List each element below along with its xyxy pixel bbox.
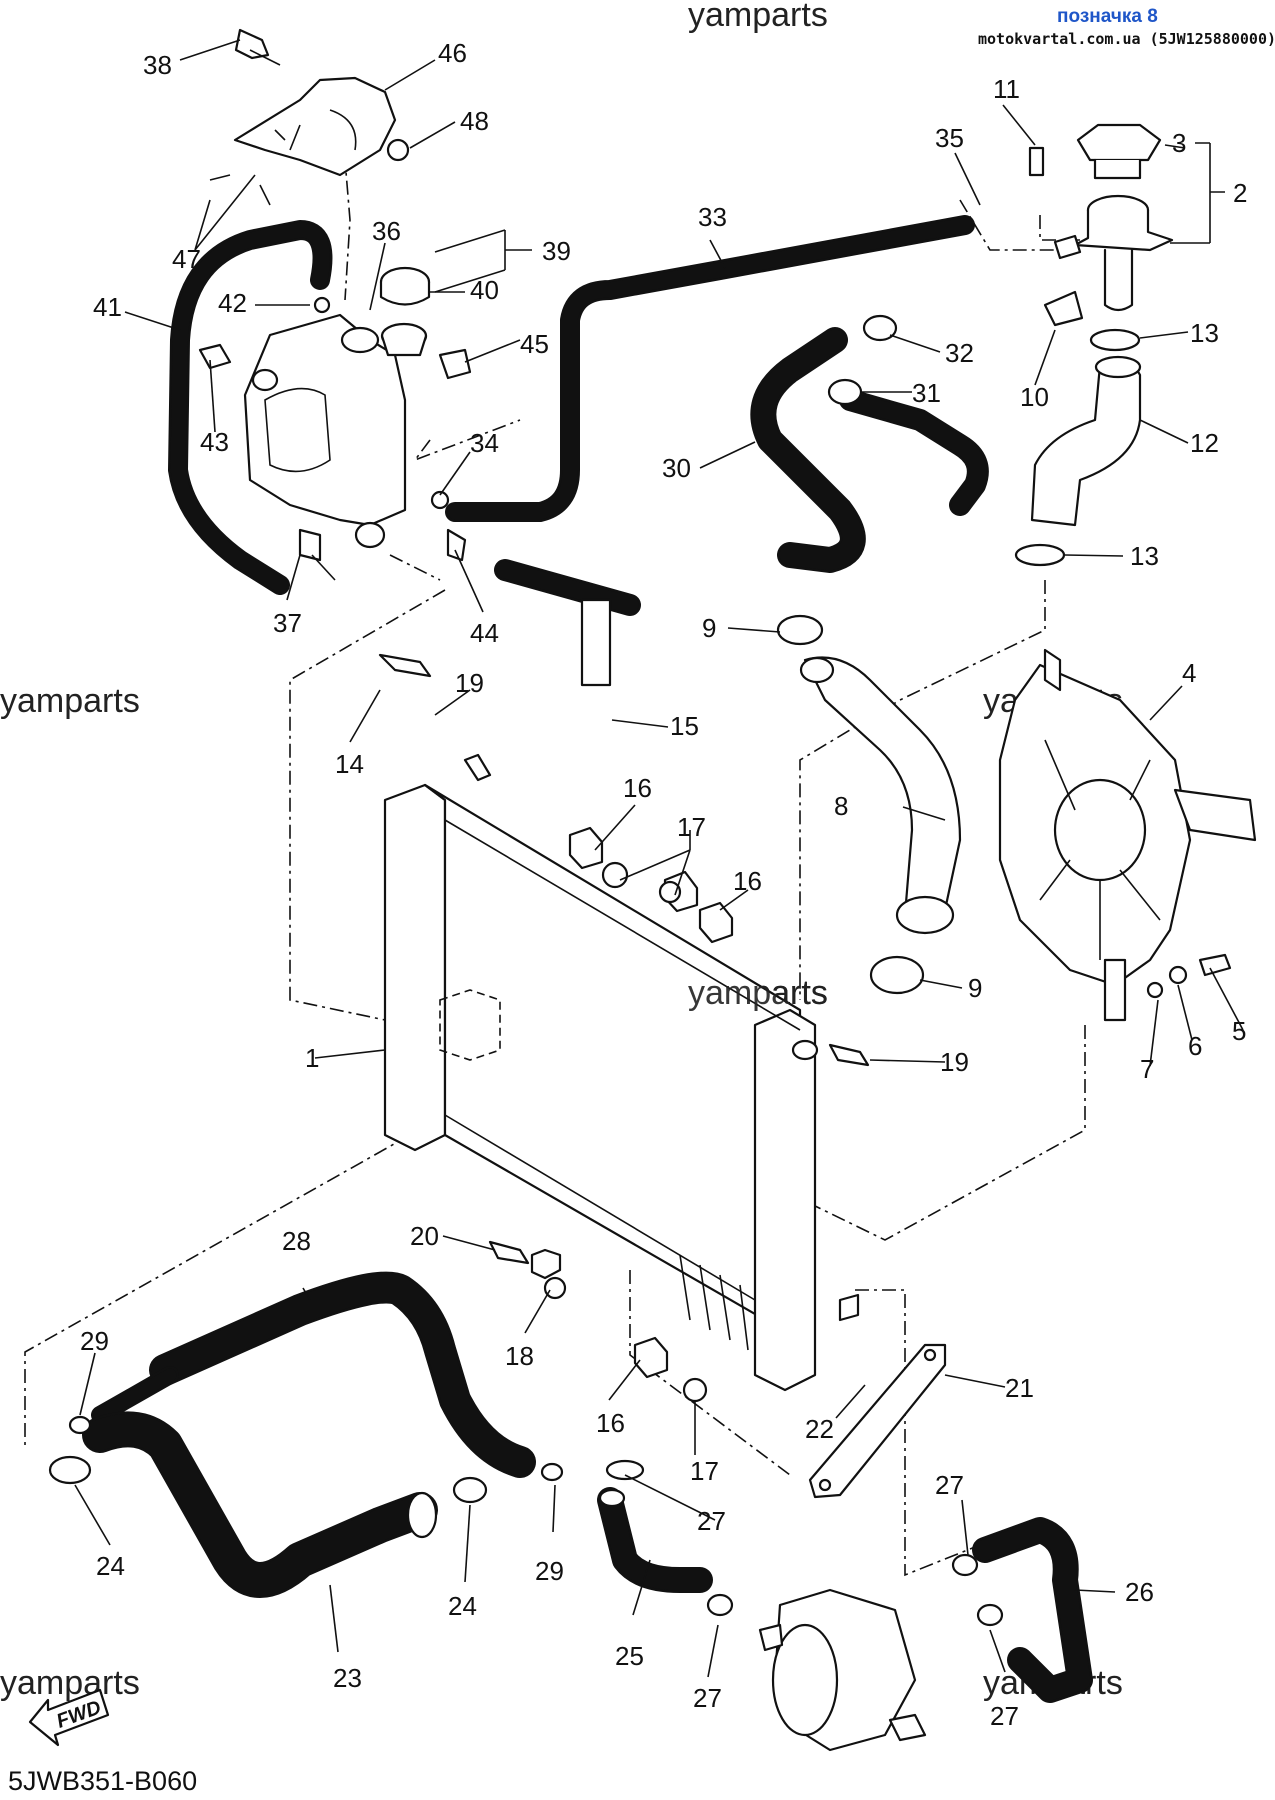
diagram-code: 5JWB351-B060 bbox=[8, 1766, 197, 1796]
callout-label: 16 bbox=[733, 866, 762, 896]
leader-lines bbox=[74, 39, 1244, 1678]
callout-label: 44 bbox=[470, 618, 499, 648]
callout-label: 17 bbox=[690, 1456, 719, 1486]
reservoir-cap-assembly bbox=[379, 266, 431, 357]
callout-label: 30 bbox=[662, 453, 691, 483]
callout-label: 22 bbox=[805, 1414, 834, 1444]
callout-label: 20 bbox=[410, 1221, 439, 1251]
callout-label: 42 bbox=[218, 288, 247, 318]
cooling-fan-assembly bbox=[998, 648, 1257, 1022]
callout-label: 41 bbox=[93, 292, 122, 322]
callout-label: 40 bbox=[470, 275, 499, 305]
callout-label: 33 bbox=[698, 202, 727, 232]
callout-label: 27 bbox=[693, 1683, 722, 1713]
small-hardware-left bbox=[198, 28, 472, 581]
callout-label: 27 bbox=[935, 1470, 964, 1500]
callout-label: 2 bbox=[1233, 178, 1247, 208]
callout-label: 47 bbox=[172, 244, 201, 274]
radiator-mount-hardware bbox=[378, 598, 870, 1403]
diagram-label: позначка 8 bbox=[1057, 6, 1158, 27]
callout-label: 16 bbox=[596, 1408, 625, 1438]
callout-label: 16 bbox=[623, 773, 652, 803]
callout-label: 9 bbox=[702, 613, 716, 643]
callout-label: 43 bbox=[200, 427, 229, 457]
hose-28 bbox=[91, 1271, 536, 1478]
watermark: yamparts bbox=[0, 1664, 140, 1702]
bracket-21 bbox=[808, 1343, 947, 1499]
watermark: yamparts bbox=[688, 0, 828, 34]
oil-cooler bbox=[758, 1588, 927, 1752]
hose-12 bbox=[1030, 355, 1142, 527]
reservoir-hose bbox=[168, 220, 333, 595]
callout-label: 28 bbox=[282, 1226, 311, 1256]
callout-label: 27 bbox=[990, 1701, 1019, 1731]
callout-label: 48 bbox=[460, 106, 489, 136]
callout-label: 6 bbox=[1188, 1031, 1202, 1061]
callout-label: 13 bbox=[1190, 318, 1219, 348]
callout-label: 19 bbox=[940, 1047, 969, 1077]
callout-label: 8 bbox=[834, 791, 848, 821]
watermark: yamparts bbox=[688, 974, 828, 1012]
radiator bbox=[383, 753, 860, 1392]
callout-label: 19 bbox=[455, 668, 484, 698]
callout-label: 24 bbox=[448, 1591, 477, 1621]
callout-label: 37 bbox=[273, 608, 302, 638]
callout-label: 39 bbox=[542, 236, 571, 266]
callout-label: 15 bbox=[670, 711, 699, 741]
callout-label: 18 bbox=[505, 1341, 534, 1371]
callout-label: 36 bbox=[372, 216, 401, 246]
callout-labels: 38 46 48 47 41 42 36 40 39 43 45 34 37 4… bbox=[80, 38, 1247, 1731]
hose-26 bbox=[972, 1517, 1093, 1703]
callout-label: 3 bbox=[1172, 128, 1186, 158]
callout-label: 32 bbox=[945, 338, 974, 368]
callout-label: 35 bbox=[935, 123, 964, 153]
assembly-guide-lines bbox=[24, 99, 1086, 1577]
diagram-source: motokvartal.com.ua (5JW125880000) bbox=[978, 30, 1275, 48]
callout-label: 31 bbox=[912, 378, 941, 408]
callout-label: 34 bbox=[470, 428, 499, 458]
callout-label: 12 bbox=[1190, 428, 1219, 458]
radiator-hose-8 bbox=[776, 614, 962, 995]
callout-label: 13 bbox=[1130, 541, 1159, 571]
callout-label: 14 bbox=[335, 749, 364, 779]
hose-25 bbox=[597, 1487, 713, 1593]
callout-label: 29 bbox=[80, 1326, 109, 1356]
callout-label: 10 bbox=[1020, 382, 1049, 412]
callout-label: 23 bbox=[333, 1663, 362, 1693]
reservoir-bracket bbox=[209, 76, 397, 206]
callout-label: 45 bbox=[520, 329, 549, 359]
callout-label: 9 bbox=[968, 973, 982, 1003]
hose-clamps-upper bbox=[827, 146, 1141, 567]
coolant-reservoir-tank bbox=[243, 313, 407, 549]
callout-label: 7 bbox=[1140, 1054, 1154, 1084]
callout-label: 29 bbox=[535, 1556, 564, 1586]
callout-label: 4 bbox=[1182, 658, 1196, 688]
watermark: yamparts bbox=[0, 682, 140, 720]
callout-label: 24 bbox=[96, 1551, 125, 1581]
callout-label: 26 bbox=[1125, 1577, 1154, 1607]
filler-neck bbox=[1053, 194, 1174, 312]
hose-23 bbox=[82, 1411, 438, 1598]
lower-clamps bbox=[48, 1415, 1004, 1627]
callout-label: 27 bbox=[697, 1506, 726, 1536]
radiator-cap bbox=[1076, 123, 1162, 180]
callout-label: 5 bbox=[1232, 1016, 1246, 1046]
callout-label: 1 bbox=[305, 1043, 319, 1073]
callout-label: 25 bbox=[615, 1641, 644, 1671]
callout-label: 38 bbox=[143, 50, 172, 80]
callout-label: 46 bbox=[438, 38, 467, 68]
callout-label: 17 bbox=[677, 812, 706, 842]
callout-label: 11 bbox=[993, 74, 1020, 104]
callout-label: 21 bbox=[1005, 1373, 1034, 1403]
hose-30 bbox=[750, 327, 989, 573]
